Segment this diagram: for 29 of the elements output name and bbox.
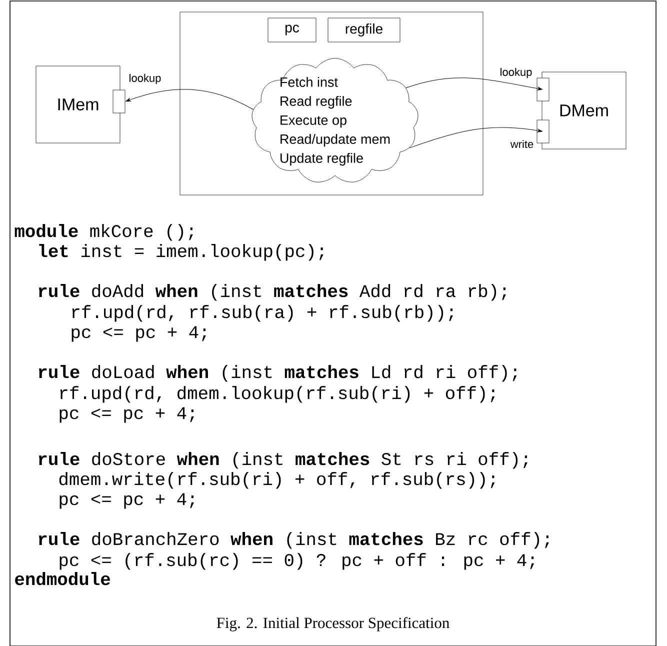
code-line: rule doAdd when (inst matches Add rd ra rb); — [38, 284, 506, 301]
code-line: rule doStore when (inst matches St rs ri off); — [38, 452, 528, 469]
code-line: rf.upd(rd, dmem.lookup(rf.sub(ri) + off); — [60, 386, 495, 403]
code-line: pc <= pc + 4; — [72, 326, 206, 342]
caption: Fig. 2. Initial Processor Specification — [216, 617, 450, 632]
register-box: pc — [268, 18, 316, 42]
arrow — [406, 78, 542, 90]
code-line: pc <= (rf.sub(rc) == 0) ? pc + off : pc + 4; — [60, 553, 534, 570]
code-line: rule doLoad when (inst matches Ld rd ri off); — [38, 365, 517, 382]
arrow — [409, 127, 542, 148]
code-line: pc <= pc + 4; — [60, 493, 194, 509]
code-line: pc <= pc + 4; — [60, 407, 194, 423]
memory-box: DMem — [542, 72, 626, 150]
memory-box: IMem — [36, 66, 120, 144]
code-line: dmem.write(rf.sub(ri) + off, rf.sub(rs)); — [59, 472, 495, 489]
core-box — [180, 12, 484, 196]
port-label: lookup — [130, 74, 161, 84]
arrow — [126, 89, 254, 110]
port-box — [112, 90, 126, 114]
code-line: rf.upd(rd, rf.sub(ra) + rf.sub(rb)); — [72, 305, 453, 322]
code-line: module mkCore (); — [14, 224, 193, 241]
port-box — [536, 120, 550, 144]
register-box: regfile — [328, 18, 400, 42]
code-line: let inst = imem.lookup(pc); — [39, 244, 324, 261]
port-label: lookup — [500, 68, 532, 78]
code-line: endmodule — [15, 572, 110, 586]
port-label: write — [510, 140, 534, 148]
code-line: rule doBranchZero when (inst matches Bz rc off); — [38, 532, 549, 549]
port-box — [536, 78, 550, 102]
